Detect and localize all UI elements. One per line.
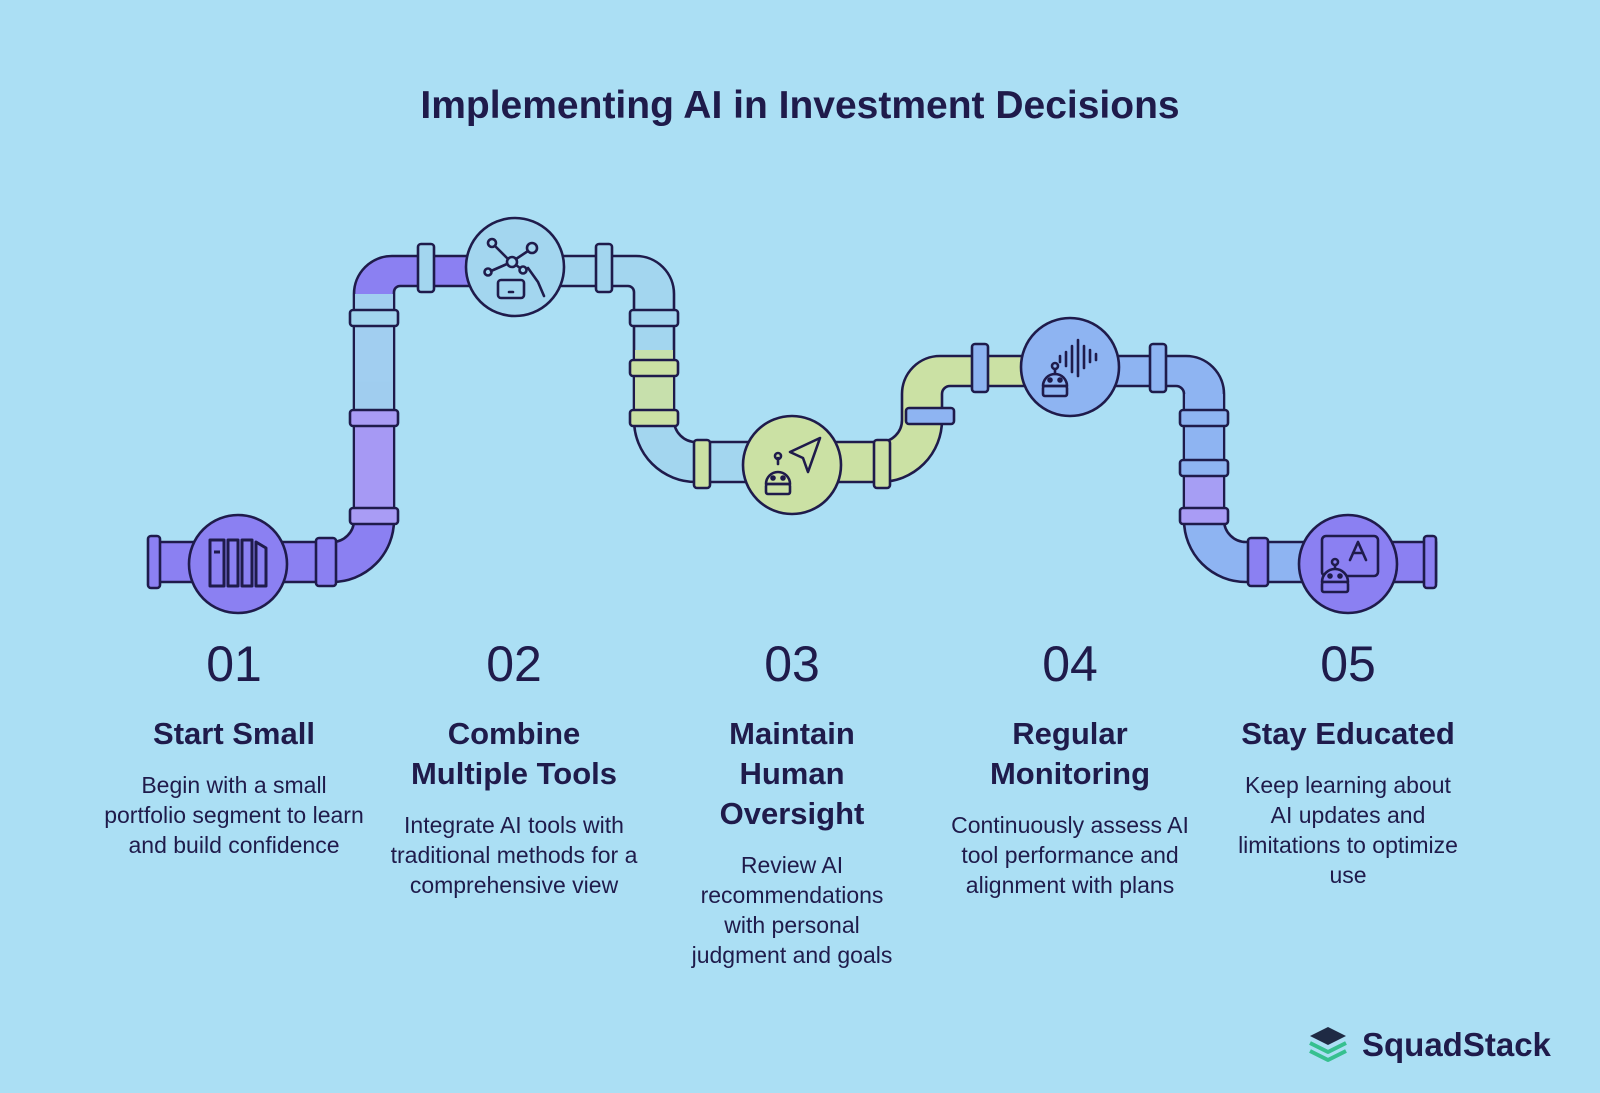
robot-soundwave-icon <box>1019 316 1121 418</box>
flange <box>628 408 680 428</box>
flange <box>314 536 338 588</box>
brand-logo: SquadStack <box>1306 1020 1551 1070</box>
robot-navigation-icon <box>741 414 843 516</box>
stacked-layers-logo <box>1309 1027 1347 1062</box>
flange <box>1178 408 1230 428</box>
step-5: 05 Stay Educated Keep learning about AI … <box>1218 638 1478 890</box>
step-number: 04 <box>1042 636 1098 692</box>
flange <box>692 438 712 490</box>
flange <box>348 506 400 526</box>
step-title: Stay Educated <box>1241 716 1455 751</box>
flange <box>146 534 162 590</box>
step-number: 03 <box>764 636 820 692</box>
robot-learning-icon <box>1297 513 1399 615</box>
step-number: 01 <box>206 636 262 692</box>
step-title: Start Small <box>153 716 315 751</box>
flange <box>872 438 892 490</box>
brand-name: SquadStack <box>1362 1026 1551 1063</box>
step-description: Begin with a small portfolio segment to … <box>104 772 364 858</box>
step-title: Combine Multiple Tools <box>410 716 618 791</box>
step-number: 02 <box>486 636 542 692</box>
step-description: Keep learning about AI updates and limit… <box>1238 772 1458 888</box>
flange <box>348 308 400 328</box>
flange <box>1148 342 1168 394</box>
bookshelf-icon <box>187 513 289 615</box>
step-3: 03 Maintain Human Oversight Review AI re… <box>662 638 922 970</box>
flange <box>594 242 614 294</box>
step-description: Continuously assess AI tool performance … <box>951 812 1189 898</box>
flange <box>1422 534 1438 590</box>
flange <box>628 308 680 328</box>
flange <box>904 406 956 426</box>
pipe-segment-1 <box>148 254 472 584</box>
flange <box>348 408 400 428</box>
step-description: Review AI recommendations with personal … <box>691 852 893 968</box>
flange <box>1178 458 1230 478</box>
page-title: Implementing AI in Investment Decisions <box>420 84 1180 127</box>
step-2: 02 Combine Multiple Tools Integrate AI t… <box>384 638 644 900</box>
flange <box>970 342 990 394</box>
step-title: Maintain Human Oversight <box>719 716 865 831</box>
step-title: Regular Monitoring <box>989 716 1151 791</box>
step-number: 05 <box>1320 636 1376 692</box>
flange <box>628 358 680 378</box>
step-4: 04 Regular Monitoring Continuously asses… <box>940 638 1200 900</box>
flange <box>1178 506 1230 526</box>
step-1: 01 Start Small Begin with a small portfo… <box>104 638 364 860</box>
step-description: Integrate AI tools with traditional meth… <box>390 812 638 898</box>
flange <box>416 242 436 294</box>
network-hand-icon <box>464 216 566 318</box>
flange <box>1246 536 1270 588</box>
